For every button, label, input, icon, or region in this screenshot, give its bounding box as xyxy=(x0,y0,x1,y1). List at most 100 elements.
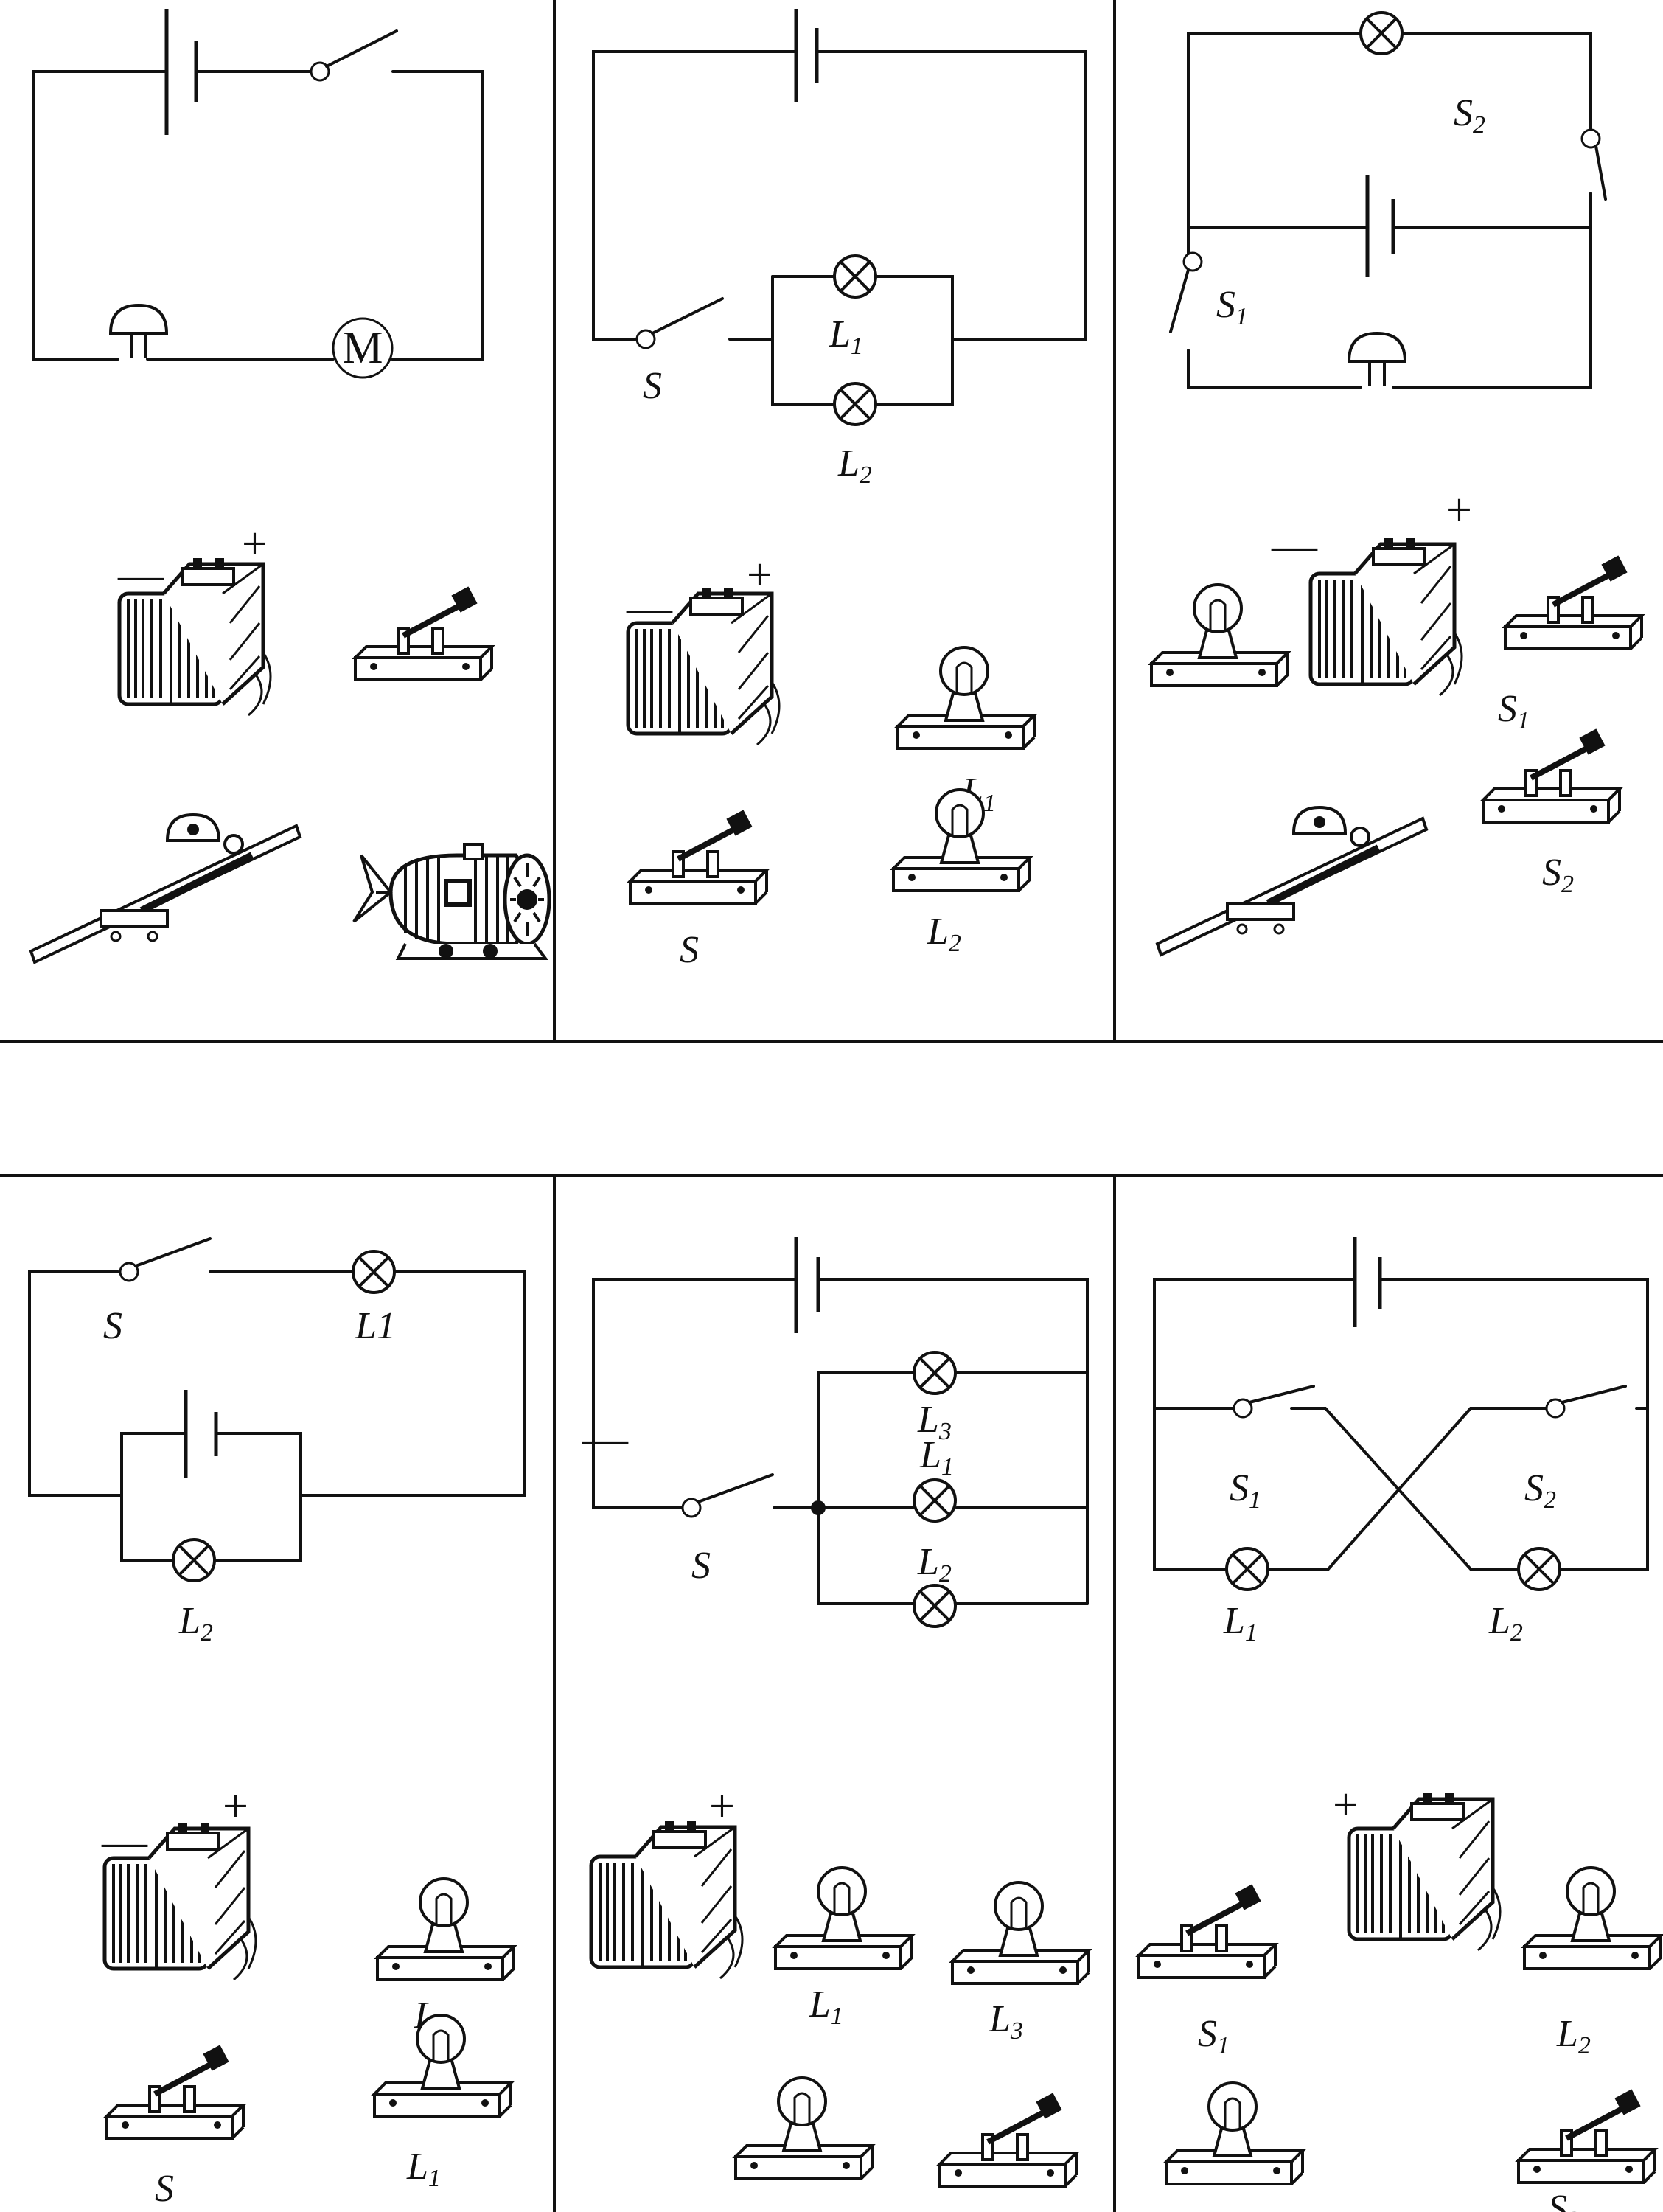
lamp-symbol-l2 xyxy=(172,1538,216,1582)
motor-symbol: M xyxy=(332,317,394,379)
panel-5: — S L3 L1 L2 + L1 L3 xyxy=(582,1237,1090,2186)
battery-plus-label: + xyxy=(242,519,268,569)
bell-picture xyxy=(1157,807,1426,955)
bulb-picture-l1 xyxy=(774,1866,913,1970)
lamp-symbol-l1 xyxy=(1225,1547,1269,1591)
panel-2-schematic: L1 L2 S xyxy=(592,9,1087,489)
label-l3: L3 xyxy=(917,1399,952,1445)
lamp-symbol-l1 xyxy=(833,254,877,299)
switch-symbol-s2 xyxy=(1580,128,1607,201)
battery-picture xyxy=(1349,1793,1500,1950)
label-s: S xyxy=(691,1545,711,1587)
label-s1: S1 xyxy=(1198,2013,1230,2059)
bulb-picture-l2 xyxy=(892,788,1031,892)
battery-plus-label: + xyxy=(747,550,773,600)
panel-3: S2 S1 — + S1 S2 xyxy=(1150,11,1642,955)
label-l2: L2 xyxy=(837,442,872,489)
label-l3: L3 xyxy=(989,1998,1023,2045)
label-s1: S1 xyxy=(1230,1467,1261,1514)
bulb-picture-extra xyxy=(1165,2081,1304,2185)
motor-picture xyxy=(354,844,549,959)
label-s2: S2 xyxy=(1548,2188,1580,2212)
lamp-symbol-l1 xyxy=(352,1250,396,1294)
bulb-picture-l2 xyxy=(1523,1866,1662,1970)
lamp-symbol-l1 xyxy=(913,1478,957,1523)
panel-4-schematic: S L1 L2 xyxy=(28,1237,526,1646)
switch-symbol-s1 xyxy=(1233,1385,1315,1419)
battery-symbol xyxy=(1353,1237,1382,1327)
panel-4-components: — + L2 L1 S xyxy=(101,1781,515,2210)
panel-3-components: — + S1 S2 xyxy=(1150,485,1642,955)
lamp-symbol-l2 xyxy=(833,382,877,426)
panel-6: S1 S2 L1 L2 + S1 L2 S2 xyxy=(1139,1237,1662,2212)
panel-2-components: — + L1 L2 S xyxy=(626,550,1036,971)
switch-picture-s xyxy=(630,810,767,903)
label-l1: L1 xyxy=(406,2146,441,2192)
battery-minus-label: — xyxy=(117,550,164,600)
panel-4: S L1 L2 — + L2 L1 S xyxy=(28,1237,526,2210)
switch-picture-s1 xyxy=(1139,1884,1275,1978)
label-l1: L1 xyxy=(829,313,863,360)
label-s: S xyxy=(680,929,699,971)
battery-symbol xyxy=(794,1237,820,1333)
motor-symbol-label: M xyxy=(342,323,383,373)
battery-plus-label: + xyxy=(1333,1780,1359,1830)
battery-minus-label: — xyxy=(626,583,673,633)
battery-minus-label: — xyxy=(1271,521,1318,571)
battery-plus-label: + xyxy=(1446,485,1472,535)
label-s1: S1 xyxy=(1216,284,1248,330)
switch-symbol-s2 xyxy=(1545,1385,1627,1419)
panel-2: L1 L2 S — + L1 L2 S xyxy=(592,9,1087,971)
switch-symbol-s xyxy=(681,1473,774,1518)
battery-symbol xyxy=(164,9,198,135)
battery-minus-label: — xyxy=(101,1817,148,1867)
switch-symbol-s xyxy=(635,297,724,349)
switch-picture-s2 xyxy=(1519,2089,1655,2183)
label-s: S xyxy=(155,2168,174,2210)
label-s2: S2 xyxy=(1524,1467,1556,1514)
bulb-picture-l2 xyxy=(376,1877,515,1981)
label-s: S xyxy=(643,365,662,407)
lamp-symbol xyxy=(1359,11,1404,55)
dash-mark: — xyxy=(582,1414,629,1464)
label-l1: L1 xyxy=(809,1983,843,2030)
switch-picture xyxy=(940,2093,1076,2186)
bulb-picture xyxy=(1150,583,1289,687)
bulb-picture-l1 xyxy=(373,2014,512,2118)
lamp-symbol-l2 xyxy=(913,1584,957,1628)
panel-5-components: + L1 L3 xyxy=(591,1781,1090,2186)
switch-picture-s1 xyxy=(1505,555,1642,649)
panel-1: M — + xyxy=(31,9,549,962)
bulb-picture-l1 xyxy=(896,646,1036,750)
bell-symbol xyxy=(109,304,168,360)
switch-symbol xyxy=(310,29,398,82)
label-s2: S2 xyxy=(1542,852,1574,898)
panel-1-schematic: M xyxy=(32,9,484,379)
switch-picture xyxy=(355,586,492,680)
switch-symbol-s1 xyxy=(1169,251,1203,333)
battery-symbol xyxy=(794,9,819,102)
battery-symbol xyxy=(1365,175,1395,276)
label-l2: L2 xyxy=(917,1541,952,1587)
label-s2: S2 xyxy=(1454,92,1485,139)
bell-picture xyxy=(31,815,300,962)
bulb-picture-extra xyxy=(734,2076,874,2180)
label-l1: L1 xyxy=(355,1305,396,1347)
bell-symbol xyxy=(1348,332,1406,388)
battery-symbol xyxy=(184,1390,218,1478)
label-l2: L2 xyxy=(927,911,961,957)
label-l2: L2 xyxy=(1488,1600,1523,1646)
panel-3-schematic: S2 S1 xyxy=(1169,11,1607,389)
label-s1: S1 xyxy=(1498,688,1530,734)
battery-plus-label: + xyxy=(223,1781,248,1832)
switch-picture-s xyxy=(107,2045,243,2138)
label-l1: L1 xyxy=(919,1434,954,1481)
panel-6-schematic: S1 S2 L1 L2 xyxy=(1153,1237,1649,1646)
lamp-symbol-l2 xyxy=(1517,1547,1561,1591)
switch-picture-s2 xyxy=(1483,728,1620,822)
switch-symbol-s xyxy=(119,1237,212,1282)
label-s: S xyxy=(103,1305,122,1347)
battery-picture xyxy=(591,1821,742,1978)
panel-1-components: — + xyxy=(31,519,549,962)
